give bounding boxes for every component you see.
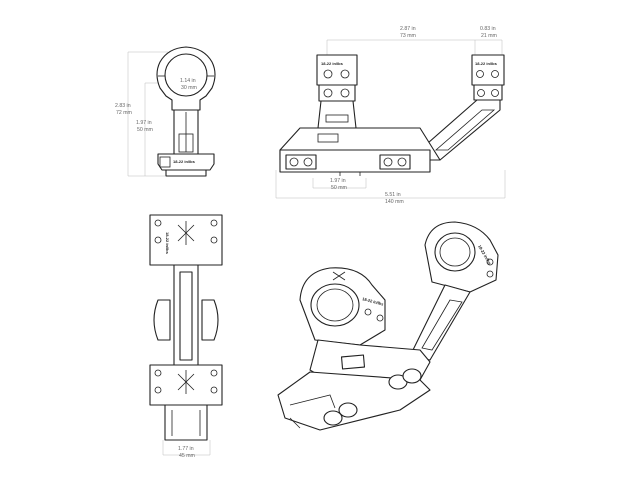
side-total-in: 5.51 in bbox=[385, 192, 401, 198]
isometric-view: 18-22 in/lbs 18-22 in/lbs bbox=[277, 221, 499, 431]
side-front-torque-label: 18-22 in/lbs bbox=[475, 61, 498, 66]
side-span-mm: 73 mm bbox=[400, 33, 416, 39]
front-ring-id-mm: 30 mm bbox=[181, 85, 197, 91]
front-view: 18-22 in/lbs 1.14 in 30 mm 2.83 in 72 mm… bbox=[115, 46, 216, 177]
iso-logo-icon bbox=[332, 271, 346, 281]
top-width-in: 1.77 in bbox=[178, 446, 194, 452]
side-view: 18-22 in/lbs 18-22 in/lbs 2.87 i bbox=[275, 26, 506, 205]
side-total-mm: 140 mm bbox=[385, 199, 404, 205]
iso-rear-torque-label: 18-22 in/lbs bbox=[362, 296, 385, 307]
side-base-in: 1.97 in bbox=[330, 178, 346, 184]
front-center-in: 1.97 in bbox=[136, 120, 152, 126]
top-view: 18-22 in/lbs 1.77 in 45 mm bbox=[149, 214, 223, 459]
top-rear-torque-label: 18-22 in/lbs bbox=[165, 232, 170, 255]
side-rear-torque-label: 18-22 in/lbs bbox=[321, 61, 344, 66]
side-base-mm: 50 mm bbox=[331, 185, 347, 191]
side-span-in: 2.87 in bbox=[400, 26, 416, 32]
front-height-in: 2.83 in bbox=[115, 103, 131, 109]
logo-icon-front bbox=[177, 370, 195, 394]
side-ring-width-in: 0.83 in bbox=[480, 26, 496, 32]
front-torque-label: 18-22 in/lbs bbox=[173, 159, 196, 164]
logo-icon bbox=[177, 221, 195, 245]
top-width-mm: 45 mm bbox=[179, 453, 195, 459]
front-ring-id-in: 1.14 in bbox=[180, 78, 196, 84]
side-ring-width-mm: 21 mm bbox=[481, 33, 497, 39]
front-center-mm: 50 mm bbox=[137, 127, 153, 133]
front-height-mm: 72 mm bbox=[116, 110, 132, 116]
